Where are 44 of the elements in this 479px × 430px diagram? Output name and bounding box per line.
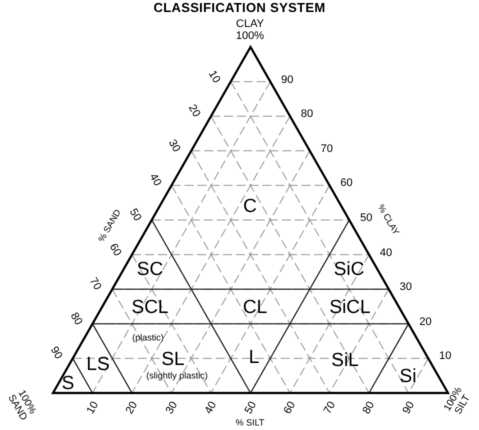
tick-label: 50 bbox=[360, 210, 372, 226]
region-label: S bbox=[62, 374, 74, 394]
tick-label: 80 bbox=[360, 398, 378, 418]
tick-label: 10 bbox=[439, 349, 452, 364]
tick-label: 70 bbox=[320, 398, 339, 418]
tick-label: 20 bbox=[122, 398, 142, 418]
tick-label: 30 bbox=[162, 398, 181, 418]
tick-label: 40 bbox=[380, 245, 392, 260]
region-label: C bbox=[243, 197, 257, 217]
tick-label: 60 bbox=[106, 241, 124, 260]
tick-label: 40 bbox=[145, 170, 164, 190]
region-label: SC bbox=[136, 260, 164, 280]
region-label: LS bbox=[86, 355, 110, 375]
tick-label: 20 bbox=[419, 314, 432, 330]
region-label: SiC bbox=[334, 260, 364, 280]
region-note: (slightly plastic) bbox=[146, 369, 208, 382]
tick-label: 30 bbox=[400, 280, 412, 295]
corner-label: CLAY 100% bbox=[234, 18, 266, 42]
tick-label: 80 bbox=[66, 309, 85, 328]
region-label: SiCL bbox=[329, 298, 371, 318]
region-label: SiL bbox=[331, 351, 359, 371]
diagram-title: CLASSIFICATION SYSTEM bbox=[152, 0, 326, 15]
region-label: SCL bbox=[132, 298, 168, 318]
tick-label: 60 bbox=[280, 398, 300, 418]
axis-title: % SILT bbox=[236, 416, 264, 430]
tick-label: 70 bbox=[86, 274, 105, 294]
tick-label: 80 bbox=[300, 106, 314, 122]
region-note: (plastic) bbox=[132, 331, 164, 344]
tick-label: 20 bbox=[184, 102, 204, 121]
tick-label: 70 bbox=[320, 142, 333, 157]
tick-label: 90 bbox=[46, 344, 66, 363]
tick-label: 90 bbox=[399, 398, 418, 418]
tick-label: 90 bbox=[281, 72, 294, 88]
region-label: L bbox=[248, 348, 260, 368]
tick-label: 60 bbox=[340, 176, 353, 192]
tick-label: 10 bbox=[204, 67, 224, 86]
tick-label: 10 bbox=[83, 398, 102, 418]
region-label: Si bbox=[400, 367, 416, 387]
region-label: SL bbox=[161, 350, 185, 370]
region-label: CL bbox=[242, 298, 268, 318]
tick-label: 40 bbox=[202, 398, 220, 418]
tick-label: 50 bbox=[126, 206, 144, 224]
tick-label: 30 bbox=[165, 136, 184, 156]
tick-label: 50 bbox=[241, 398, 260, 418]
